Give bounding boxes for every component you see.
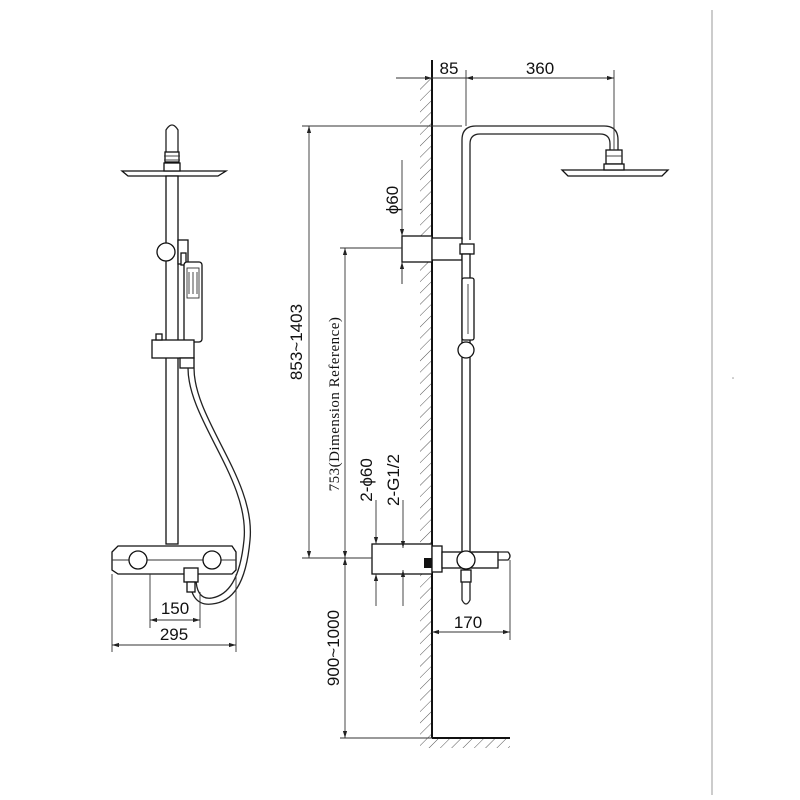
mixer-width-label: 295 [160, 625, 188, 644]
dimensions-side: 85 360 ϕ60 853~1403 753(Dimension Refere… [287, 59, 615, 739]
wall-offset-label: 85 [440, 59, 459, 78]
side-view [371, 125, 670, 605]
stray-mark [732, 377, 734, 379]
inlet-diameter-label: 2-ϕ60 [357, 458, 376, 502]
pipe-diameter-label: ϕ60 [383, 186, 402, 214]
floor-height-label: 900~1000 [324, 610, 343, 686]
reference-height-label: 753(Dimension Reference) [327, 317, 343, 492]
spout-projection-label: 170 [454, 613, 482, 632]
front-view: 150 295 [111, 124, 251, 652]
inlet-thread-label: 2-G1/2 [384, 454, 403, 506]
arm-length-label: 360 [526, 59, 554, 78]
height-range-label: 853~1403 [287, 304, 306, 380]
inlet-spacing-label: 150 [161, 599, 189, 618]
